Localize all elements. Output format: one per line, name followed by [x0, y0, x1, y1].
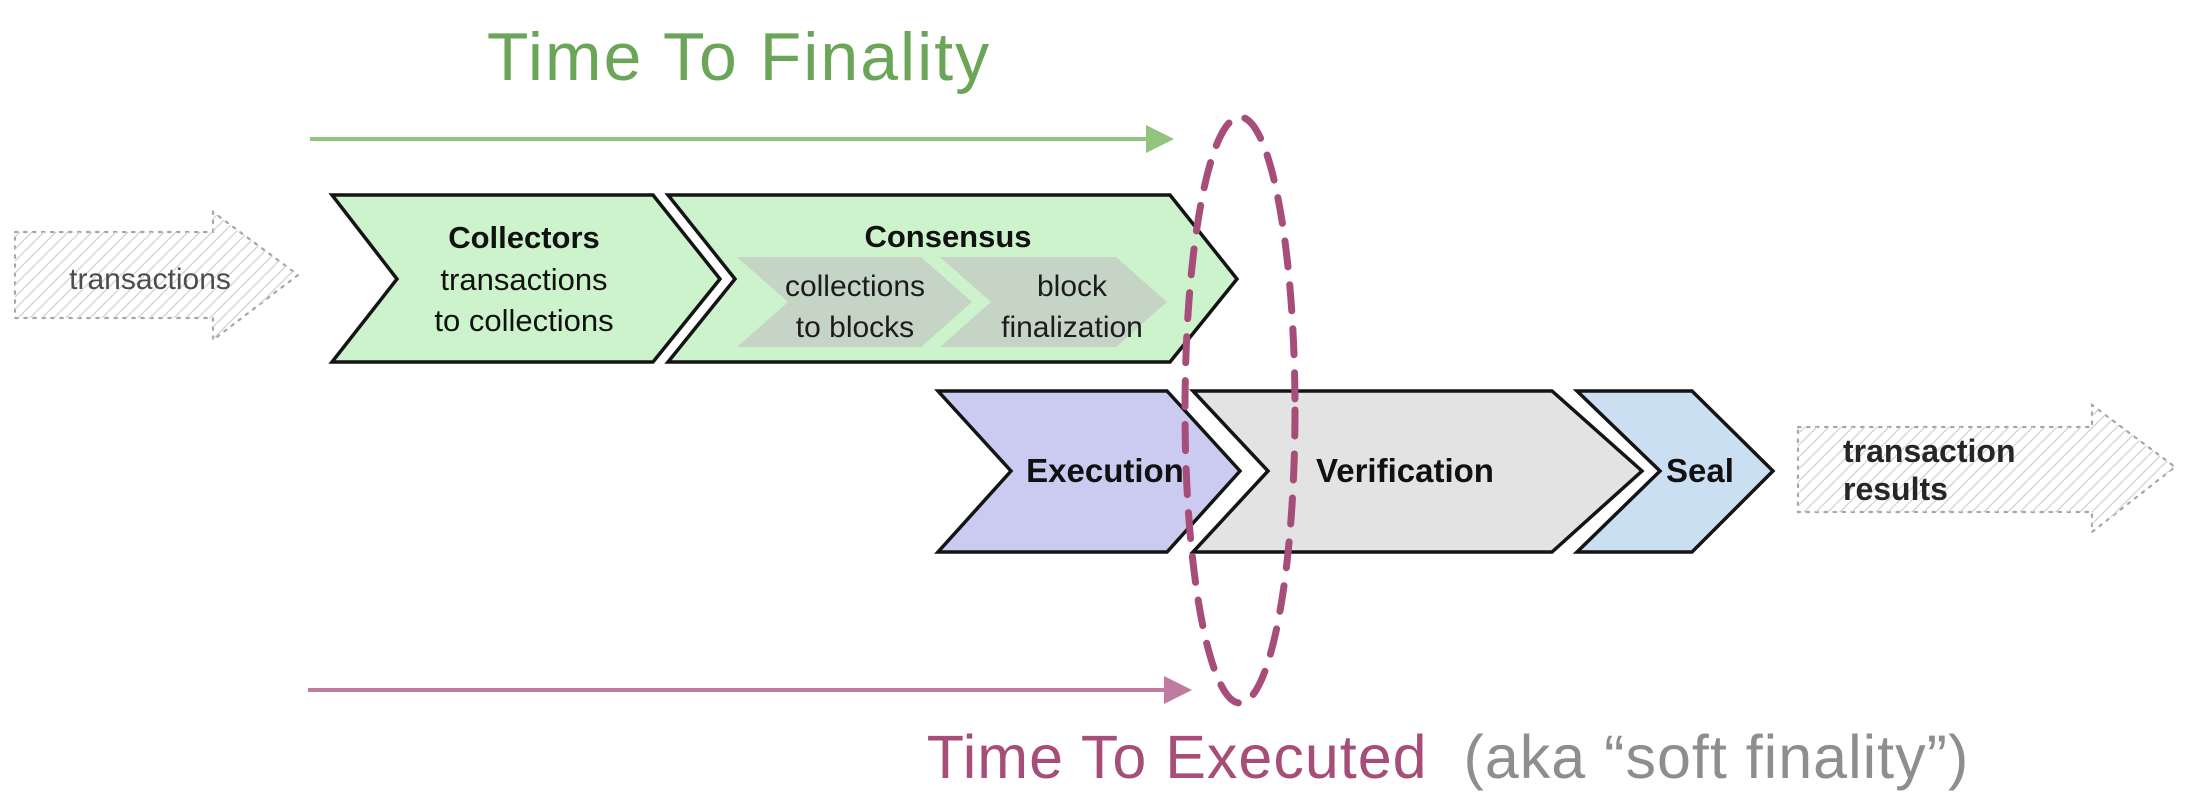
transactions-label: transactions	[69, 263, 231, 296]
sub-chevron-block-finalization	[940, 257, 1167, 347]
sub2-line1: block	[1037, 270, 1108, 303]
soft-finality-aside: (aka “soft finality”)	[1464, 723, 1970, 791]
soft-finality-ellipse	[1181, 113, 1299, 707]
consensus-chevron: Consensus collections to blocks block fi…	[664, 193, 1240, 364]
time-to-executed-arrowhead-icon	[1164, 676, 1192, 704]
collectors-title: Collectors	[448, 220, 600, 255]
results-output-arrow: transaction results	[1796, 402, 2177, 535]
collectors-line1: transactions	[440, 262, 607, 297]
seal-label: Seal	[1666, 452, 1734, 489]
execution-shape	[934, 389, 1243, 554]
execution-label: Execution	[1026, 452, 1184, 489]
seal-chevron: Seal	[1572, 389, 1776, 554]
consensus-title: Consensus	[864, 219, 1031, 254]
collectors-chevron: Collectors transactions to collections	[328, 193, 723, 364]
transactions-input-arrow: transactions	[13, 209, 300, 343]
sub-chevron-collections-to-blocks	[737, 257, 972, 347]
verification-chevron: Verification	[1188, 389, 1645, 554]
time-to-finality-title: Time To Finality	[487, 19, 991, 95]
time-to-executed-title: Time To Executed	[927, 723, 1428, 791]
sketch-arrow-hatch	[1798, 405, 2175, 532]
sketch-arrow-hatch	[15, 212, 298, 340]
execution-chevron: Execution	[934, 389, 1243, 554]
results-label-line2: results	[1843, 471, 1948, 507]
sub2-line2: finalization	[1001, 311, 1143, 344]
collectors-line2: to collections	[434, 303, 613, 338]
time-to-executed-caption: Time To Executed (aka “soft finality”)	[927, 723, 1970, 791]
collectors-shape	[328, 193, 723, 364]
sub1-line1: collections	[785, 270, 925, 303]
verification-label: Verification	[1316, 452, 1494, 489]
seal-shape	[1572, 389, 1776, 554]
time-to-finality-arrowhead-icon	[1146, 125, 1174, 153]
results-label-line1: transaction	[1843, 433, 2015, 469]
verification-shape	[1188, 389, 1645, 554]
sub1-line2: to blocks	[796, 311, 914, 344]
